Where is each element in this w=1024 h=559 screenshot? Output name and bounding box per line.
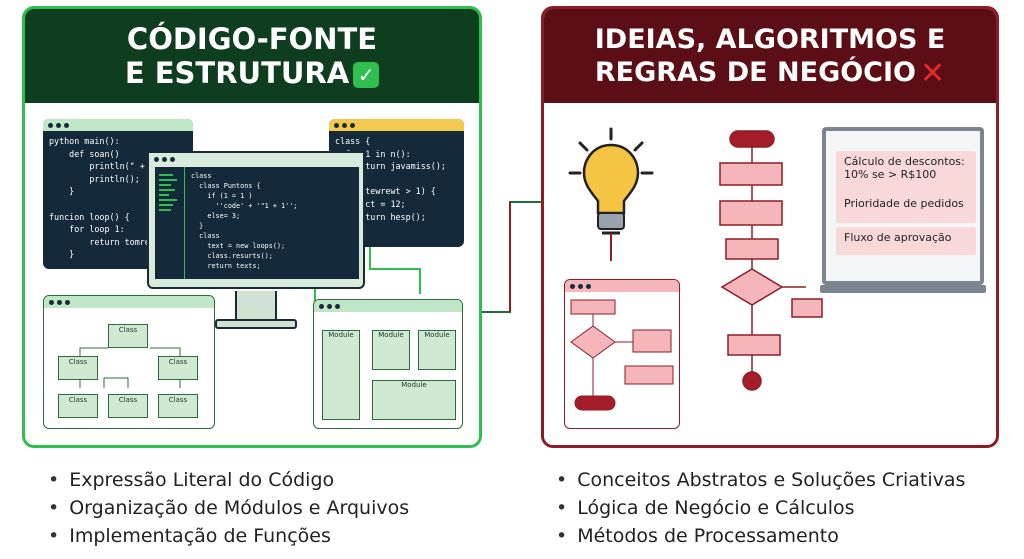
panel-connector [482,201,545,313]
bullet-item: Conceitos Abstratos e Soluções Criativas [556,466,965,494]
module-box: Module [322,330,360,420]
flow-window [564,279,680,429]
check-icon: ✓ [353,62,380,88]
uml-class-box: Class [158,394,198,418]
ideas-title-line1: IDEIAS, ALGORITMOS E [594,24,946,55]
board-note: Cálculo de descontos: 10% se > R$100 [836,151,976,195]
uml-class-box: Class [58,394,98,418]
ideas-header: IDEIAS, ALGORITMOS E REGRAS DE NEGÓCIO✕ [544,9,996,103]
monitor-code-text: class class Puntons { if (1 = 1 ) ''code… [191,172,298,270]
bullet-item: Métodos de Processamento [556,522,965,550]
module-box: Module [372,330,410,370]
source-code-title-line1: CÓDIGO-FONTE [126,22,378,56]
left-bullet-list: Expressão Literal do Código Organização … [48,466,409,550]
flow-window-diagram [570,299,674,411]
monitor-base [215,319,297,329]
source-code-title-line2: E ESTRUTURA [124,56,350,90]
uml-class-box: Class [108,394,148,418]
module-box: Module [418,330,456,370]
light-bulb-icon [568,127,654,261]
window-titlebar [565,280,679,292]
source-code-panel: CÓDIGO-FONTE E ESTRUTURA✓ python main():… [22,6,482,448]
monitor-stand [235,291,277,321]
uml-class-box: Class [158,356,198,380]
window-titlebar [314,300,462,312]
main-flowchart [719,130,823,391]
uml-class-box: Class [58,356,98,380]
bullet-item: Implementação de Funções [48,522,409,550]
right-bullet-list: Conceitos Abstratos e Soluções Criativas… [556,466,965,550]
board-note: Prioridade de pedidos [836,193,976,223]
bullet-item: Expressão Literal do Código [48,466,409,494]
whiteboard: Cálculo de descontos: 10% se > R$100 Pri… [820,127,986,293]
ideas-algorithms-panel: IDEIAS, ALGORITMOS E REGRAS DE NEGÓCIO✕ [541,6,999,448]
line-gutter [155,167,185,279]
window-titlebar [43,119,193,131]
ideas-title-line2: REGRAS DE NEGÓCIO [594,57,916,88]
source-code-header: CÓDIGO-FONTE E ESTRUTURA✓ [25,9,479,103]
monitor-titlebar [149,153,363,165]
board-note: Fluxo de aprovação [836,227,976,255]
monitor: class class Puntons { if (1 = 1 ) ''code… [147,151,365,289]
uml-diagram-window: Class Class Class Class Class Class [43,295,215,429]
whiteboard-tray [820,285,986,293]
bullet-item: Lógica de Negócio e Cálculos [556,494,965,522]
window-titlebar [44,296,214,308]
bullet-item: Organização de Módulos e Arquivos [48,494,409,522]
uml-links [79,347,181,388]
module-diagram-window: Module Module Module Module [313,299,463,429]
monitor-screen: class class Puntons { if (1 = 1 ) ''code… [155,167,359,279]
x-mark-icon: ✕ [920,55,946,91]
uml-class-box: Class [108,324,148,348]
window-titlebar [329,119,464,131]
module-box: Module [372,380,456,420]
